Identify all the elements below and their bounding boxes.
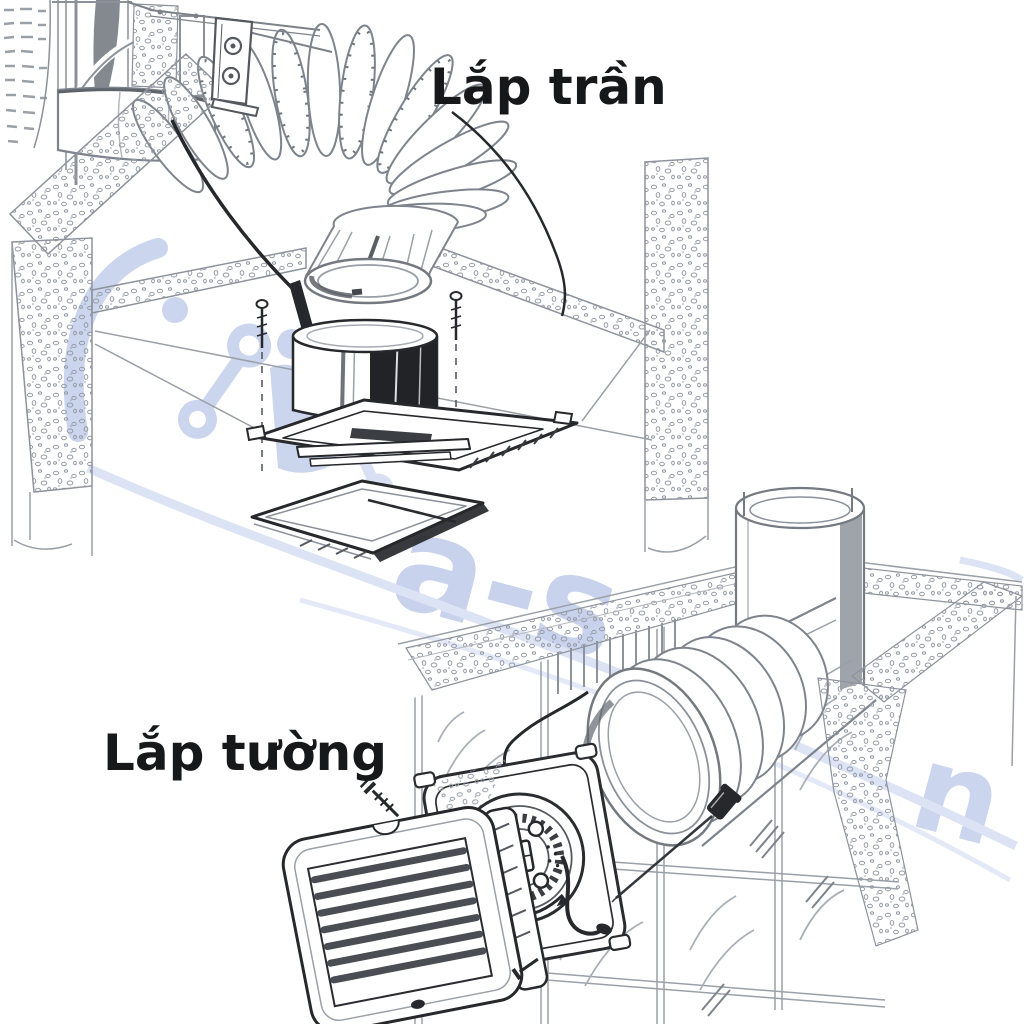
mounting-plate	[245, 398, 579, 472]
right-column	[644, 157, 709, 553]
ceiling-install-label: Lắp trần	[430, 58, 667, 116]
glass-hatch	[701, 819, 835, 1017]
power-wire-right	[451, 111, 567, 317]
wall-screw-right	[611, 783, 742, 903]
wall-corner-concrete	[817, 581, 1024, 947]
flex-duct-elbow	[131, 23, 518, 234]
watermark-wrench-icon	[177, 323, 272, 439]
duct-opening-rim	[597, 679, 711, 835]
ceiling-grille-cover	[250, 479, 489, 562]
grille-notch	[372, 820, 400, 836]
power-cord	[560, 855, 602, 936]
left-pillar	[11, 237, 93, 556]
wall-fan-wire	[502, 690, 589, 769]
wall-install-label: Lắp tường	[103, 724, 387, 782]
cord-plug	[596, 923, 612, 935]
insulation-patch	[431, 758, 507, 851]
wall-install-figure: Lắp tường	[103, 486, 1024, 1024]
ceiling-install-figure: Lắp trần	[3, 0, 709, 562]
left-wall-texture	[3, 7, 47, 144]
front-grille-cover	[281, 806, 549, 1024]
wall-screw-small	[511, 957, 539, 981]
watermark-dot	[162, 297, 188, 323]
louvers	[310, 847, 487, 984]
panel-edge	[33, 0, 51, 149]
duct-collar	[303, 204, 460, 305]
louver-panel	[306, 837, 494, 1008]
wire-stub	[289, 280, 314, 334]
wall-screw-left	[359, 777, 400, 818]
duct-bracket	[127, 1, 333, 118]
wall-duct	[581, 597, 877, 847]
ceiling-beam-right	[429, 242, 665, 354]
watermark-swoosh-3	[959, 556, 1024, 583]
power-wire	[170, 119, 296, 292]
grille-latch	[411, 999, 425, 1009]
mounting-screw-left	[255, 299, 269, 474]
